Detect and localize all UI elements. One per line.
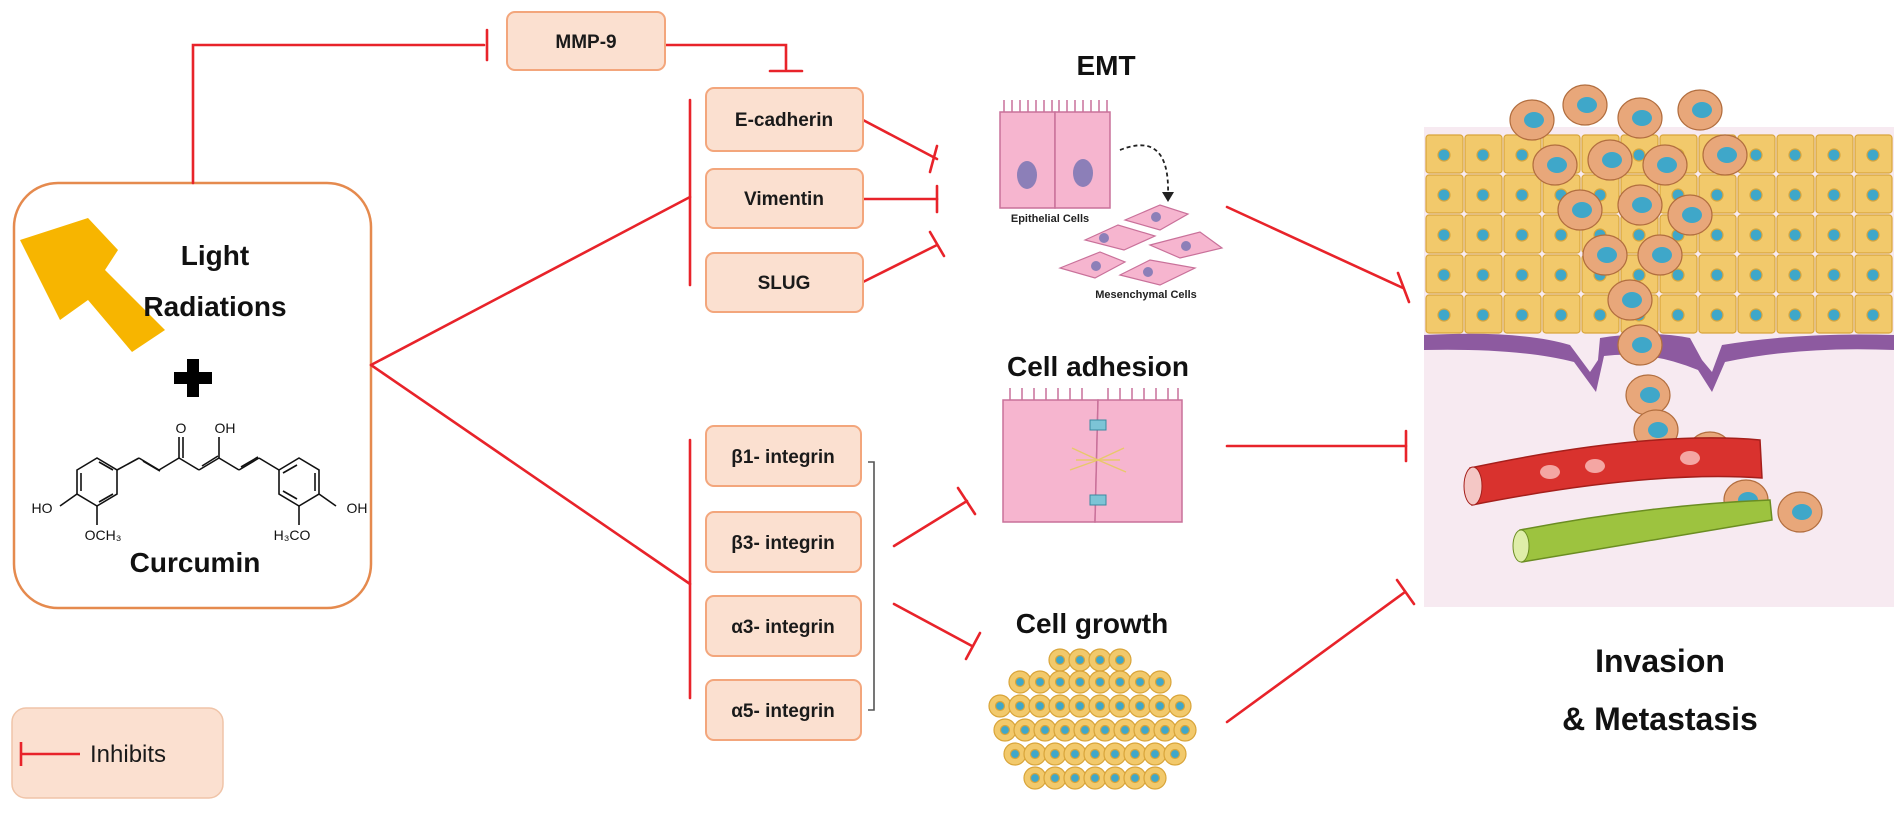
chem-och3-label: OCH₃ (85, 527, 122, 543)
node-a5-integrin: α5- integrin (705, 679, 862, 741)
node-mmp9: MMP-9 (506, 11, 666, 71)
label-mesenchymal-cells: Mesenchymal Cells (1095, 289, 1197, 301)
svg-text:α5- integrin: α5- integrin (731, 701, 835, 722)
metastasis-illustration (1424, 84, 1894, 607)
node-a3-integrin: α3- integrin (705, 595, 862, 657)
mesenchymal-cells-illustration (1058, 204, 1224, 286)
lightning-bolt-icon (20, 218, 165, 352)
label-curcumin: Curcumin (130, 547, 261, 578)
label-emt: EMT (1076, 50, 1135, 81)
label-cell-growth: Cell growth (1016, 608, 1168, 639)
chem-ho-label: HO (32, 500, 53, 516)
svg-text:β1- integrin: β1- integrin (731, 447, 834, 468)
svg-text:MMP-9: MMP-9 (555, 32, 616, 53)
svg-text:SLUG: SLUG (758, 273, 811, 294)
node-b1-integrin: β1- integrin (705, 425, 862, 487)
label-radiations: Radiations (143, 291, 286, 322)
svg-text:α3- integrin: α3- integrin (731, 617, 835, 638)
cell-adhesion-illustration (1002, 388, 1183, 523)
connector-lines (191, 28, 1416, 724)
label-cell-adhesion: Cell adhesion (1007, 351, 1189, 382)
chem-o-label: O (176, 420, 187, 436)
green-lymph-vessel (1512, 499, 1773, 563)
epithelial-cells-illustration (999, 100, 1174, 209)
chem-oh-top-label: OH (215, 420, 236, 436)
node-slug: SLUG (705, 252, 864, 313)
legend-label: Inhibits (90, 741, 166, 768)
cell-growth-illustration (988, 648, 1197, 790)
plus-icon (174, 359, 212, 397)
node-e-cadherin: E-cadherin (705, 87, 864, 152)
curcumin-structure (59, 437, 337, 525)
node-b3-integrin: β3- integrin (705, 511, 862, 573)
svg-text:Vimentin: Vimentin (744, 189, 824, 210)
chem-h3co-label: H₃CO (274, 527, 311, 543)
legend: Inhibits (11, 707, 224, 799)
svg-text:β3- integrin: β3- integrin (731, 533, 834, 554)
chem-oh-right-label: OH (347, 500, 368, 516)
label-invasion: Invasion (1595, 643, 1725, 679)
node-vimentin: Vimentin (705, 168, 864, 229)
label-light: Light (181, 240, 249, 271)
red-blood-vessel (1463, 437, 1763, 506)
label-epithelial-cells: Epithelial Cells (1011, 213, 1089, 225)
label-metastasis: & Metastasis (1562, 701, 1758, 737)
svg-text:E-cadherin: E-cadherin (735, 110, 833, 131)
